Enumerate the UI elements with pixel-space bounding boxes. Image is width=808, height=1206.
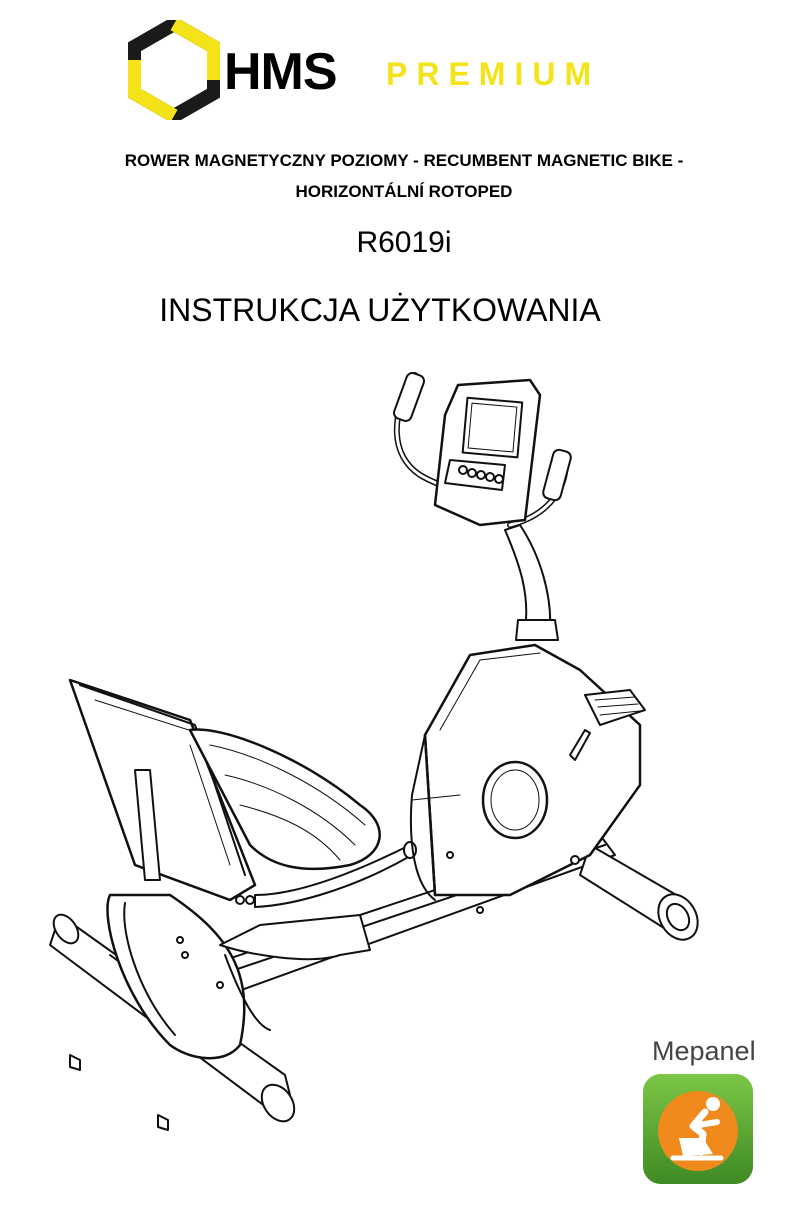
logo-hms-text: HMS [224,43,338,101]
app-name: Mepanel [652,1036,756,1066]
document-title: INSTRUKCJA UŻYTKOWANIA [159,292,601,328]
model-number: R6019i [356,226,452,259]
product-subtitle-line2: HORIZONTÁLNÍ ROTOPED [295,182,513,201]
hexagon-logo-icon [128,20,220,120]
product-subtitle-line1: ROWER MAGNETYCZNY POZIOMY - RECUMBENT MA… [124,151,684,170]
logo-premium-text: PREMIUM [386,56,601,92]
brand-logo: HMS PREMIUM [128,20,648,120]
recumbent-bike-illustration [49,372,699,1131]
mepanel-app-icon [643,1074,753,1184]
cyclist-icon [643,1074,753,1184]
